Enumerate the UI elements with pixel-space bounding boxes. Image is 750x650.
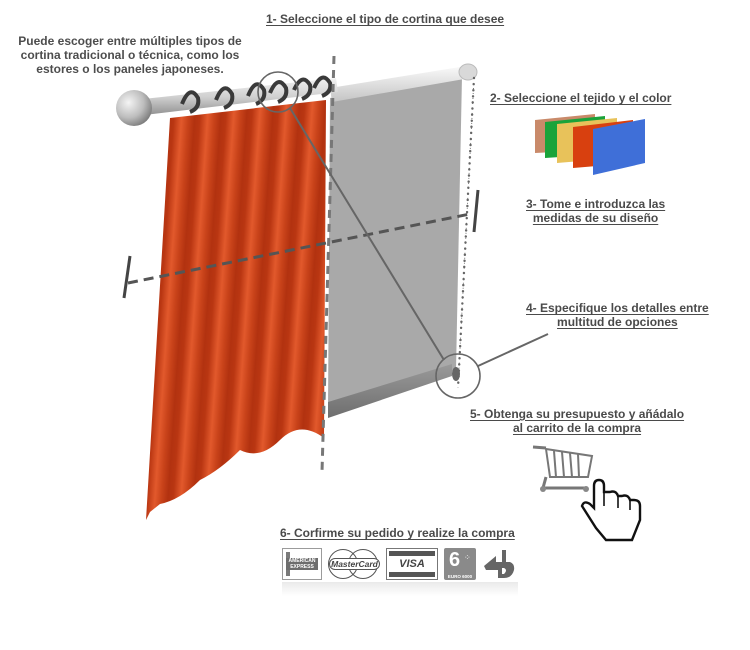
step-6-line-1: 6- Corfirme su pedido y realize la compr…: [280, 526, 515, 540]
measure-end-right: [472, 189, 480, 233]
blind-roller: [330, 66, 470, 102]
step-3-line-1: 3- Tome e introduzca las: [526, 197, 666, 211]
measure-dash: [127, 212, 471, 285]
logos-reflection: [282, 582, 518, 596]
step-4-line-2: multitud de opciones: [557, 315, 678, 329]
step-5-label: 5- Obtenga su presupuesto y añádalo al c…: [470, 407, 684, 435]
curtain-rings: [180, 75, 333, 114]
blind-bottom-bar: [328, 364, 452, 418]
curtain-rod: [116, 75, 338, 126]
curtain-fabric: [146, 100, 326, 520]
roller-blind: [328, 63, 478, 418]
chain-weight: [452, 367, 460, 381]
step-4-label: 4- Especifique los detalles entre multit…: [526, 301, 709, 329]
blind-fabric: [328, 76, 462, 410]
hand-cursor-icon: [580, 478, 642, 542]
measure-end-left: [122, 255, 132, 299]
step-2-label: 2- Seleccione el tejido y el color: [490, 91, 671, 105]
4b-icon: [484, 550, 515, 578]
euro6000-logo: 6⁘ EURO 6000: [444, 548, 476, 580]
curtain: [146, 100, 326, 520]
4b-logo: [482, 548, 516, 580]
step-1-line-1: 1- Seleccione el tipo de cortina que des…: [266, 12, 505, 26]
rod-finial: [116, 90, 152, 126]
intro-text: Puede escoger entre múltiples tipos de c…: [18, 34, 242, 76]
amex-logo: AMERICAN EXPRESS: [282, 548, 322, 580]
step-5-line-2: al carrito de la compra: [512, 421, 642, 435]
step-3-line-2: medidas de su diseño: [532, 211, 659, 225]
visa-logo: VISA: [386, 548, 438, 580]
step-1-label: 1- Seleccione el tipo de cortina que des…: [266, 12, 504, 26]
step-4-line-1: 4- Especifique los detalles entre: [526, 301, 709, 315]
mastercard-logo: MasterCard: [328, 548, 380, 580]
blind-roller-cap: [458, 63, 478, 81]
payment-methods: AMERICAN EXPRESS MasterCard VISA 6⁘ EURO…: [282, 548, 518, 598]
step-3-label: 3- Tome e introduzca las medidas de su d…: [526, 197, 665, 225]
measurement-line: [122, 189, 480, 299]
swatch-blue: [593, 119, 645, 175]
chain-magnifier-circle: [435, 353, 481, 399]
rings-callout-line: [289, 107, 445, 361]
step-6-label: 6- Corfirme su pedido y realize la compr…: [280, 526, 515, 540]
rings-magnifier-circle: [257, 71, 299, 113]
shopping-cart-icon[interactable]: [532, 445, 594, 492]
fabric-swatches: [535, 114, 645, 175]
step-2-line-1: 2- Seleccione el tejido y el color: [490, 91, 672, 105]
chain-callout-line: [477, 333, 549, 367]
step-5-line-1: 5- Obtenga su presupuesto y añádalo: [470, 407, 685, 421]
bead-chain: [457, 77, 475, 389]
